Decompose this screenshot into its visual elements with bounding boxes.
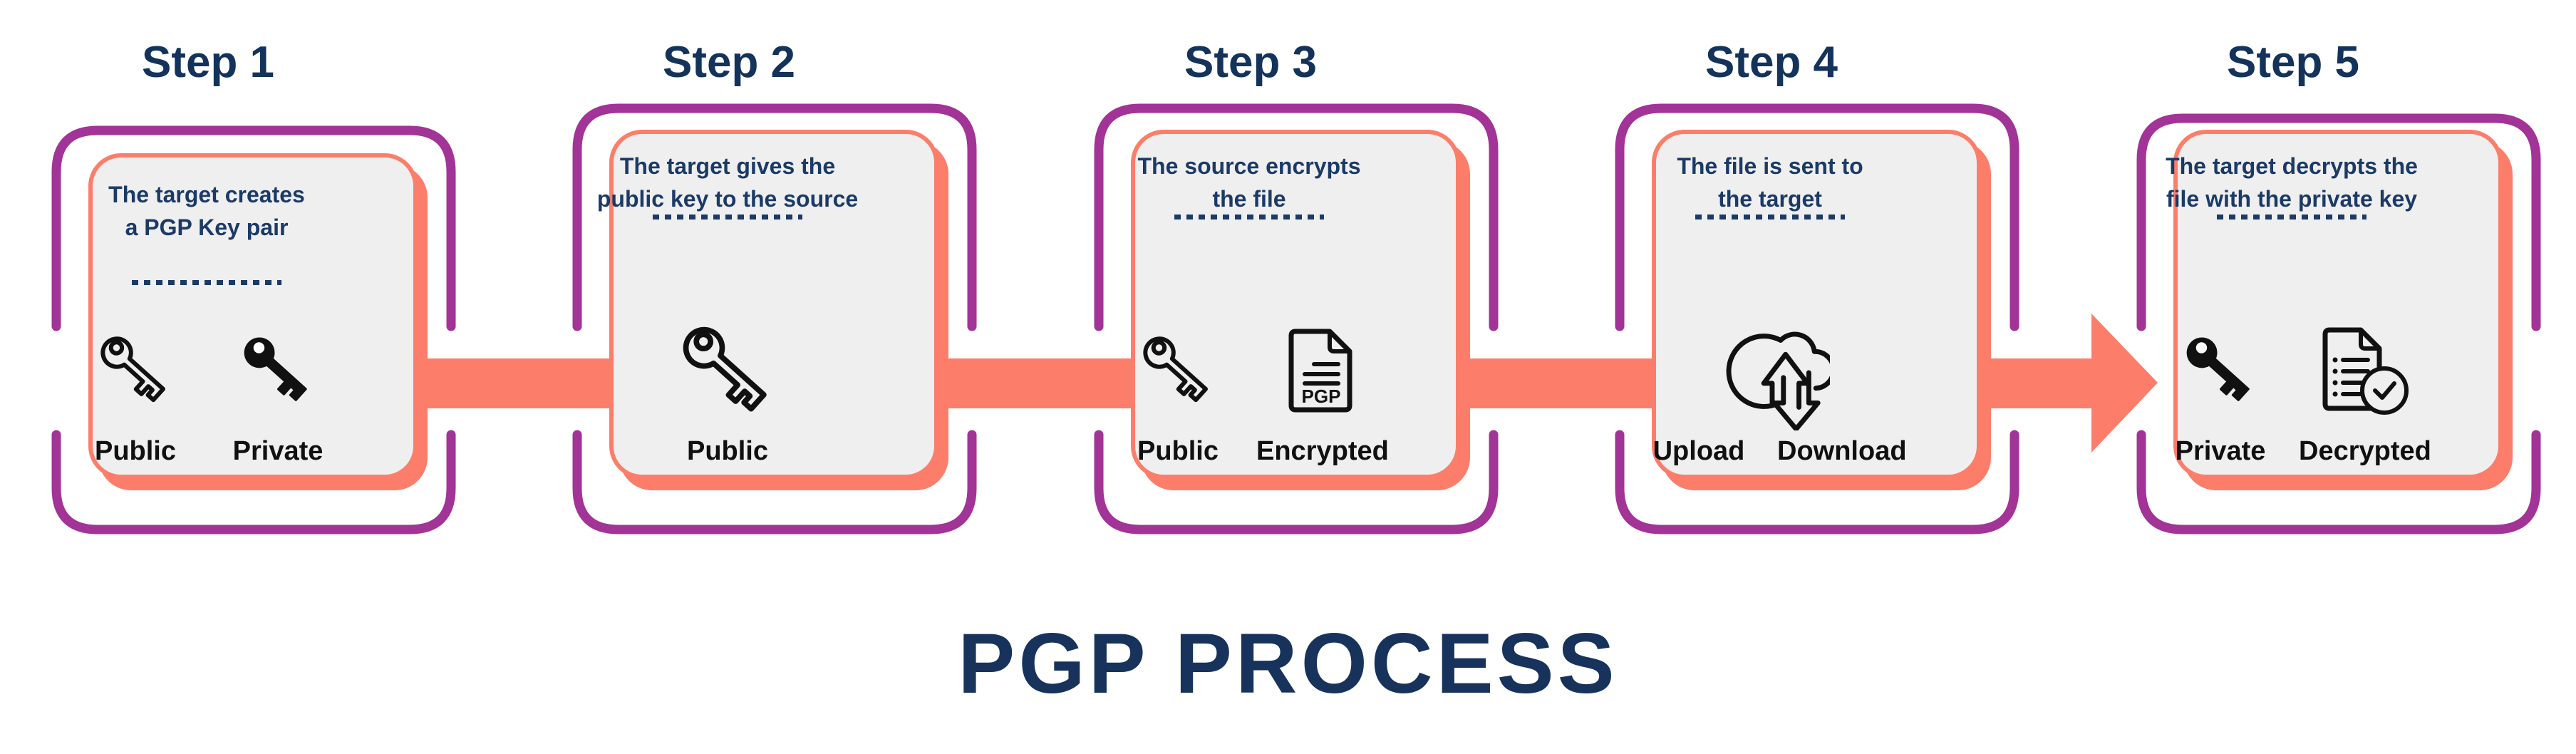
step-5-heading: Step 5 — [2226, 38, 2360, 87]
step-3-labels: Public Encrypted — [1085, 436, 1413, 467]
step-5-card — [2173, 130, 2503, 479]
step-2-bracket — [572, 103, 977, 534]
key-outline-icon — [683, 326, 767, 412]
step-2-heading: Step 2 — [662, 38, 796, 87]
step-1-desc-line2: a PGP Key pair — [125, 215, 289, 240]
public-key-label: Public — [1137, 436, 1219, 466]
step-2-description: The target gives the public key to the s… — [549, 150, 906, 215]
step-4-dotted-divider — [1695, 215, 1845, 220]
step-4-icons — [1606, 317, 1934, 430]
step-5-description: The target decrypts the file with the pr… — [2114, 150, 2470, 215]
step-2-dotted-divider — [653, 215, 802, 220]
step-3-cell: Step 3 The source encrypts the file — [1043, 0, 1534, 754]
upload-label: Upload — [1652, 436, 1745, 466]
step-1-card — [88, 153, 418, 479]
step-5-icons — [2128, 317, 2456, 424]
step-5-desc-line1: The target decrypts the — [2166, 153, 2418, 179]
pgp-document-icon: PGP — [1288, 329, 1352, 413]
key-filled-icon — [2186, 337, 2250, 401]
key-filled-icon — [244, 337, 307, 401]
step-1-heading: Step 1 — [141, 38, 275, 87]
page-title: PGP PROCESS — [958, 616, 1618, 711]
connector-step1-step2 — [413, 358, 614, 408]
step-4-card — [1652, 130, 1981, 479]
step-3-bracket — [1094, 103, 1499, 534]
step-2-desc-line2: public key to the source — [596, 186, 859, 212]
step-3-heading: Step 3 — [1184, 38, 1318, 87]
connector-step3-step4 — [1456, 358, 1656, 408]
step-1-labels: Public Private — [43, 436, 371, 467]
step-2-icons — [564, 317, 891, 424]
step-3-dotted-divider — [1174, 215, 1324, 220]
key-outline-icon — [1143, 336, 1208, 403]
step-2-card — [609, 130, 938, 479]
step-2-cell: Step 2 The target gives the public key t… — [521, 0, 1013, 754]
step-5-labels: Private Decrypted — [2128, 436, 2456, 467]
step-5-dotted-divider — [2217, 215, 2366, 220]
encrypted-file-label: Encrypted — [1256, 436, 1389, 466]
step-4-cell: Step 4 The file is sent to the target Up… — [1563, 0, 2055, 754]
step-4-bracket — [1615, 103, 2019, 534]
step-1-desc-line1: The target creates — [108, 182, 305, 207]
cloud-upload-download-icon — [1726, 331, 1830, 430]
decrypted-file-label: Decrypted — [2299, 436, 2431, 466]
document-check-icon — [2322, 327, 2409, 415]
step-4-description: The file is sent to the target — [1592, 150, 1948, 215]
step-5-desc-line2: file with the private key — [2166, 186, 2418, 212]
public-key-label: Public — [94, 436, 177, 466]
step-4-desc-line1: The file is sent to — [1677, 153, 1863, 179]
private-key-label: Private — [2175, 436, 2266, 466]
step-4-labels: Upload Download — [1606, 436, 1934, 467]
step-1-icons — [43, 317, 371, 424]
step-5-bracket — [2136, 113, 2541, 534]
step-3-card — [1131, 130, 1460, 479]
step-5-cell: Step 5 The target decrypts the file with… — [2085, 0, 2576, 754]
step-1-description: The target creates a PGP Key pair — [29, 178, 385, 244]
step-4-desc-line2: the target — [1718, 186, 1822, 212]
arrow-step4-step5 — [1977, 314, 2158, 453]
public-key-label: Public — [686, 436, 769, 466]
step-1-bracket — [51, 125, 456, 534]
step-3-desc-line2: the file — [1212, 186, 1286, 212]
download-label: Download — [1777, 436, 1907, 466]
step-3-icons: PGP — [1085, 317, 1413, 424]
private-key-label: Private — [232, 436, 324, 466]
key-outline-icon — [100, 336, 165, 403]
step-3-desc-line1: The source encrypts — [1137, 153, 1361, 179]
step-2-desc-line1: The target gives the — [619, 153, 836, 179]
pgp-badge-text: PGP — [1302, 386, 1341, 407]
step-4-heading: Step 4 — [1705, 38, 1838, 87]
step-1-cell: Step 1 The target creates a PGP Key pair — [0, 0, 492, 754]
step-2-labels: Public — [564, 436, 891, 467]
step-3-description: The source encrypts the file — [1071, 150, 1427, 215]
connector-step2-step3 — [934, 358, 1134, 408]
step-1-dotted-divider — [132, 280, 281, 285]
